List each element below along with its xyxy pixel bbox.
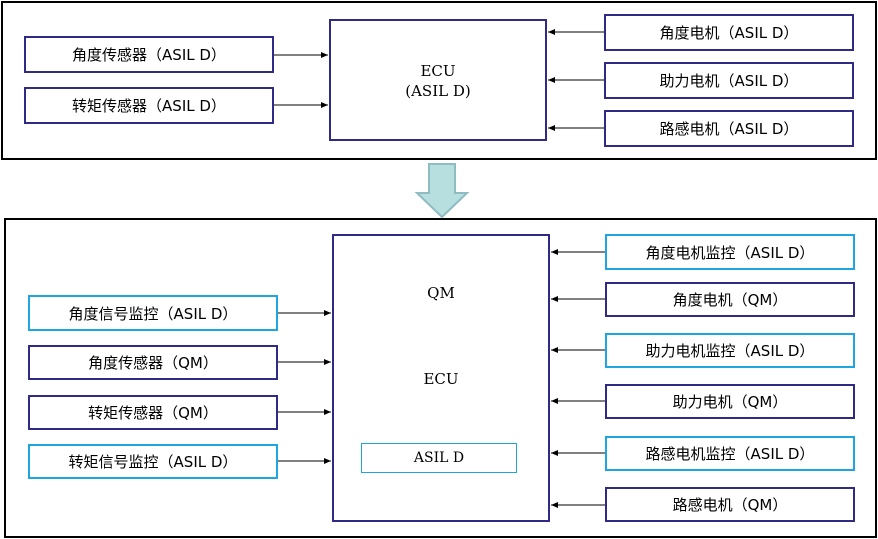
bottom-ecu-asil-box: ASIL D — [361, 443, 517, 473]
bottom-assist-motor-box: 助力电机（QM） — [605, 384, 855, 419]
top-angle-sensor-box: 角度传感器（ASIL D） — [24, 36, 274, 73]
top-ecu-box: ECU (ASIL D) — [329, 19, 547, 141]
bottom-torque-sensor-box: 转矩传感器（QM） — [28, 395, 278, 430]
bottom-angle-motor-box: 角度电机（QM） — [605, 282, 855, 317]
bottom-angle-sensor-box: 角度传感器（QM） — [28, 345, 278, 380]
top-torque-sensor-box: 转矩传感器（ASIL D） — [24, 87, 274, 124]
bottom-assist-motor-label: 助力电机（QM） — [672, 393, 788, 411]
bottom-ecu-qm-label: QM — [427, 284, 455, 302]
top-angle-motor-label: 角度电机（ASIL D） — [659, 24, 799, 42]
bottom-torque-signal-monitor-box: 转矩信号监控（ASIL D） — [28, 444, 278, 479]
top-feel-motor-label: 路感电机（ASIL D） — [659, 120, 799, 138]
bottom-feel-motor-label: 路感电机（QM） — [672, 496, 788, 514]
bottom-angle-motor-label: 角度电机（QM） — [672, 291, 788, 309]
top-ecu-asil-label: (ASIL D) — [405, 82, 471, 100]
top-torque-sensor-label: 转矩传感器（ASIL D） — [72, 97, 226, 115]
bottom-angle-motor-monitor-box: 角度电机监控（ASIL D） — [605, 234, 855, 270]
bottom-angle-signal-monitor-box: 角度信号监控（ASIL D） — [28, 295, 278, 331]
bottom-angle-sensor-label: 角度传感器（QM） — [88, 354, 218, 372]
bottom-torque-signal-monitor-label: 转矩信号监控（ASIL D） — [68, 453, 238, 471]
bottom-feel-motor-monitor-label: 路感电机监控（ASIL D） — [645, 445, 815, 463]
bottom-ecu-box: QM ECU ASIL D — [332, 234, 550, 522]
top-angle-motor-box: 角度电机（ASIL D） — [604, 14, 854, 51]
bottom-feel-motor-monitor-box: 路感电机监控（ASIL D） — [605, 436, 855, 471]
top-assist-motor-label: 助力电机（ASIL D） — [659, 72, 799, 90]
top-angle-sensor-label: 角度传感器（ASIL D） — [72, 46, 226, 64]
top-ecu-label: ECU — [420, 62, 456, 80]
bottom-angle-signal-monitor-label: 角度信号监控（ASIL D） — [68, 304, 238, 323]
top-feel-motor-box: 路感电机（ASIL D） — [604, 110, 854, 147]
bottom-ecu-asil-label: ASIL D — [413, 450, 465, 466]
bottom-torque-sensor-label: 转矩传感器（QM） — [88, 404, 218, 422]
bottom-assist-motor-monitor-box: 助力电机监控（ASIL D） — [605, 333, 855, 368]
down-arrow-icon — [414, 163, 470, 219]
bottom-feel-motor-box: 路感电机（QM） — [605, 487, 855, 522]
bottom-angle-motor-monitor-label: 角度电机监控（ASIL D） — [645, 243, 815, 262]
bottom-assist-motor-monitor-label: 助力电机监控（ASIL D） — [645, 342, 815, 360]
top-assist-motor-box: 助力电机（ASIL D） — [604, 62, 854, 99]
bottom-ecu-label: ECU — [423, 370, 459, 388]
